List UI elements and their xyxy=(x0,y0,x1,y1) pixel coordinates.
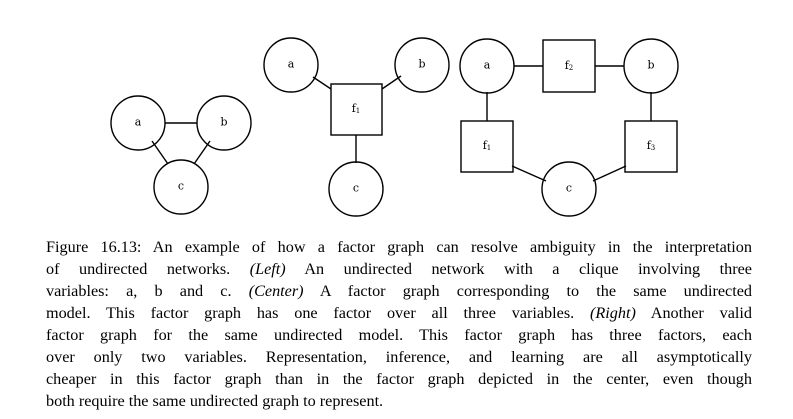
right-node-c xyxy=(541,161,597,217)
right-label-f2: f2 xyxy=(565,59,574,73)
left-node-a xyxy=(110,95,166,151)
right-label-f3: f3 xyxy=(647,139,656,153)
right-edge-f3-c xyxy=(592,165,627,182)
right-label-b: b xyxy=(647,59,654,72)
right-label-f1: f1 xyxy=(483,139,492,153)
caption-line-7: cheaper in this factor graph than in the… xyxy=(46,370,752,388)
caption-left-tag: (Left) xyxy=(249,260,286,278)
caption-line-5: factor graph for the same undirected mod… xyxy=(46,326,752,344)
caption-text: of undirected networks. xyxy=(46,260,231,278)
caption-right-tag: (Right) xyxy=(589,304,636,322)
center-node-c xyxy=(328,161,384,217)
caption-text: An undirected network with a clique invo… xyxy=(304,260,752,278)
factor-graph-figure: a b c a b c f1 a b c f2 f1 f3 xyxy=(110,37,679,217)
caption-line-6: over only two variables. Representation,… xyxy=(46,348,752,366)
left-node-c xyxy=(153,159,209,215)
right-node-b xyxy=(623,38,679,94)
figure-caption: Figure 16.13: An example of how a factor… xyxy=(46,236,752,412)
center-node-b xyxy=(394,37,450,93)
center-node-a xyxy=(263,37,319,93)
right-label-a: a xyxy=(484,59,491,72)
center-edge-a-f1 xyxy=(312,76,332,90)
left-node-b xyxy=(196,95,252,151)
center-factor-f1 xyxy=(330,83,383,136)
center-label-f1: f1 xyxy=(352,102,361,116)
caption-center-tag: (Center) xyxy=(248,282,304,300)
left-label-b: b xyxy=(220,116,227,129)
caption-line-3: variables: a, b and c. (Center) A factor… xyxy=(46,280,752,302)
caption-text: variables: a, b and c. xyxy=(46,282,232,300)
right-node-a xyxy=(459,38,515,94)
caption-line-1: Figure 16.13: An example of how a factor… xyxy=(46,238,752,256)
caption-line-8: both require the same undirected graph t… xyxy=(46,392,384,410)
caption-text: model. This factor graph has one factor … xyxy=(46,304,575,322)
center-label-a: a xyxy=(288,58,295,71)
caption-line-2: of undirected networks. (Left) An undire… xyxy=(46,258,752,280)
right-factor-f1 xyxy=(460,120,514,173)
right-factor-f2 xyxy=(542,39,596,93)
caption-line-4: model. This factor graph has one factor … xyxy=(46,302,752,324)
center-label-c: c xyxy=(353,182,359,195)
left-label-a: a xyxy=(135,116,142,129)
right-factor-f3 xyxy=(624,120,678,173)
caption-text: A factor graph corresponding to the same… xyxy=(319,282,752,300)
caption-text: Another valid xyxy=(650,304,752,322)
right-edge-f1-c xyxy=(511,165,547,182)
center-label-b: b xyxy=(418,58,425,71)
left-label-c: c xyxy=(178,180,184,193)
right-label-c: c xyxy=(566,182,572,195)
